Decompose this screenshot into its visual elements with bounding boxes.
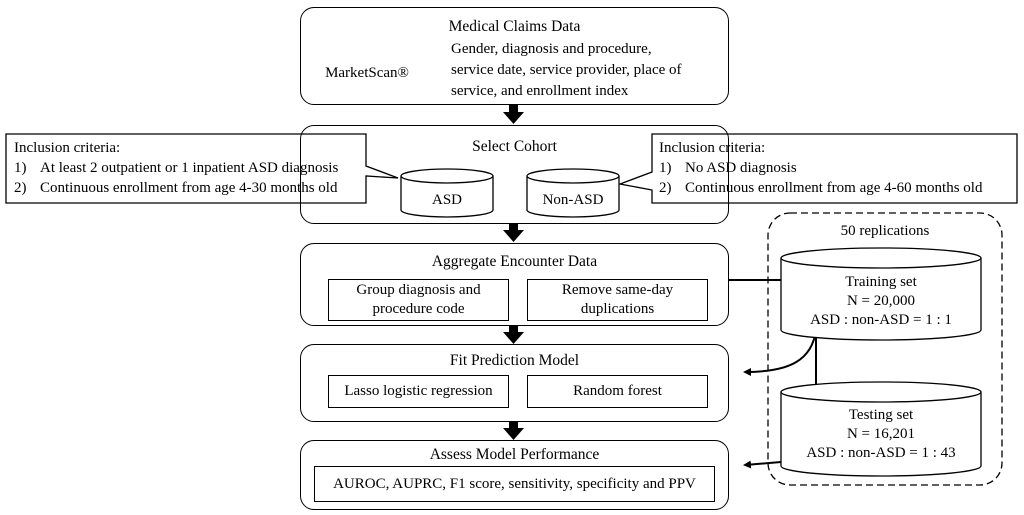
stage-title-fit-model: Fit Prediction Model [449,352,580,369]
claims-description-line-1: Gender, diagnosis and procedure, [451,41,652,57]
non-asd-cylinder [526,168,620,218]
model-lasso: Lasso logistic regression [328,375,509,408]
assess-metrics: AUROC, AUPRC, F1 score, sensitivity, spe… [314,466,715,502]
marketscan-label: MarketScan® [325,65,409,81]
arrow-fit-to-assess [503,421,524,440]
callout-non-asd-item-1: 1)No ASD diagnosis [659,160,797,176]
callout-non-asd: Inclusion criteria: 1)No ASD diagnosis 2… [659,138,982,198]
step-group-diagnosis: Group diagnosis and procedure code [328,279,509,321]
stage-title-medical-claims: Medical Claims Data [448,18,581,35]
callout-non-asd-item-2: 2)Continuous enrollment from age 4-60 mo… [659,180,983,196]
callout-asd-item-2: 2)Continuous enrollment from age 4-30 mo… [14,180,338,196]
training-set-name: Training set [845,274,917,290]
testing-set-name: Testing set [848,407,914,423]
training-set-cylinder [780,247,982,341]
flow-arrows [503,104,524,440]
arrow-claims-to-cohort [503,104,524,124]
model-random-forest: Random forest [527,375,708,408]
callout-non-asd-shape [617,133,1018,204]
claims-description-line-3: service, and enrollment index [451,83,629,99]
claims-description-line-2: service date, service provider, place of [451,62,682,78]
callout-asd: Inclusion criteria: 1)At least 2 outpati… [14,138,338,198]
training-set-ratio: ASD : non-ASD = 1 : 1 [810,312,952,328]
step-remove-duplications: Remove same-day duplications [527,279,708,321]
testing-set-n: N = 16,201 [846,426,916,442]
non-asd-label: Non-ASD [542,192,604,208]
callout-non-asd-heading: Inclusion criteria: [659,140,766,156]
stage-medical-claims: Medical Claims Data [300,7,729,105]
asd-label: ASD [431,192,462,208]
asd-cylinder [400,168,494,218]
replications-container [767,212,1003,486]
arrow-aggregate-to-fit [503,325,524,344]
replications-label: 50 replications [840,223,930,239]
stage-title-aggregate: Aggregate Encounter Data [431,253,598,270]
stage-title-assess: Assess Model Performance [429,446,600,463]
callout-asd-item-1: 1)At least 2 outpatient or 1 inpatient A… [14,160,339,176]
testing-set-cylinder [780,381,982,477]
callout-asd-heading: Inclusion criteria: [14,140,121,156]
arrow-cohort-to-aggregate [503,223,524,242]
stage-title-select-cohort: Select Cohort [472,138,557,155]
stage-select-cohort: Select Cohort [300,125,729,224]
training-set-n: N = 20,000 [846,293,916,309]
testing-set-ratio: ASD : non-ASD = 1 : 43 [806,445,956,461]
